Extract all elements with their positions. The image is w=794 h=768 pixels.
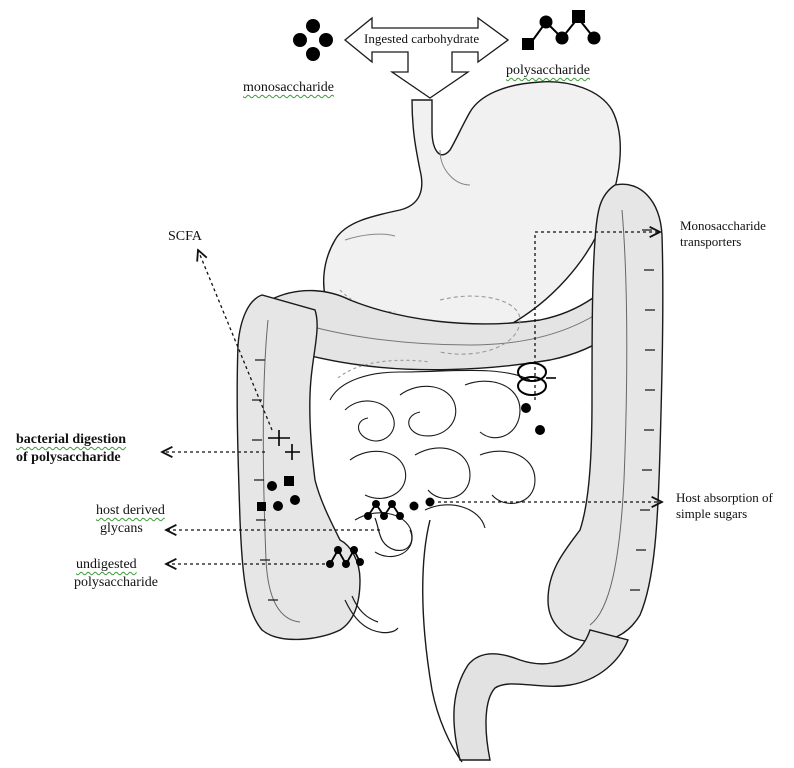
host-absorption-label: Host absorption of simple sugars bbox=[676, 490, 773, 523]
host-derived-glycans-line2: glycans bbox=[96, 520, 165, 538]
ingested-carbohydrate-label: Ingested carbohydrate bbox=[364, 31, 479, 47]
undigested-polysaccharide-line2: polysaccharide bbox=[74, 574, 158, 592]
monosaccharide-label: monosaccharide bbox=[243, 79, 334, 97]
transporter-molecules bbox=[518, 363, 556, 435]
host-derived-glycans-line1: host derived bbox=[96, 502, 165, 520]
monosaccharide-transporters-label: Monosaccharide transporters bbox=[680, 218, 766, 251]
undigested-polysaccharide-line1: undigested bbox=[74, 556, 158, 574]
host-glycan-molecules bbox=[364, 498, 435, 521]
monosaccharide-icon bbox=[293, 19, 333, 61]
bacterial-digestion-label: bacterial digestion of polysaccharide bbox=[16, 431, 126, 466]
monosaccharide-transporters-line2: transporters bbox=[680, 234, 766, 250]
polysaccharide-label: polysaccharide bbox=[506, 62, 590, 80]
polysaccharide-icon bbox=[522, 10, 601, 50]
monosaccharide-transporters-line1: Monosaccharide bbox=[680, 218, 766, 234]
host-absorption-line2: simple sugars bbox=[676, 506, 773, 522]
host-derived-glycans-label: host derived glycans bbox=[96, 502, 165, 537]
ingested-carbohydrate-arrow bbox=[345, 18, 508, 98]
scfa-label: SCFA bbox=[168, 228, 202, 246]
bacterial-digestion-line2: of polysaccharide bbox=[16, 449, 126, 467]
host-absorption-line1: Host absorption of bbox=[676, 490, 773, 506]
bacterial-digestion-line1: bacterial digestion bbox=[16, 431, 126, 449]
undigested-polysaccharide-label: undigested polysaccharide bbox=[74, 556, 158, 591]
